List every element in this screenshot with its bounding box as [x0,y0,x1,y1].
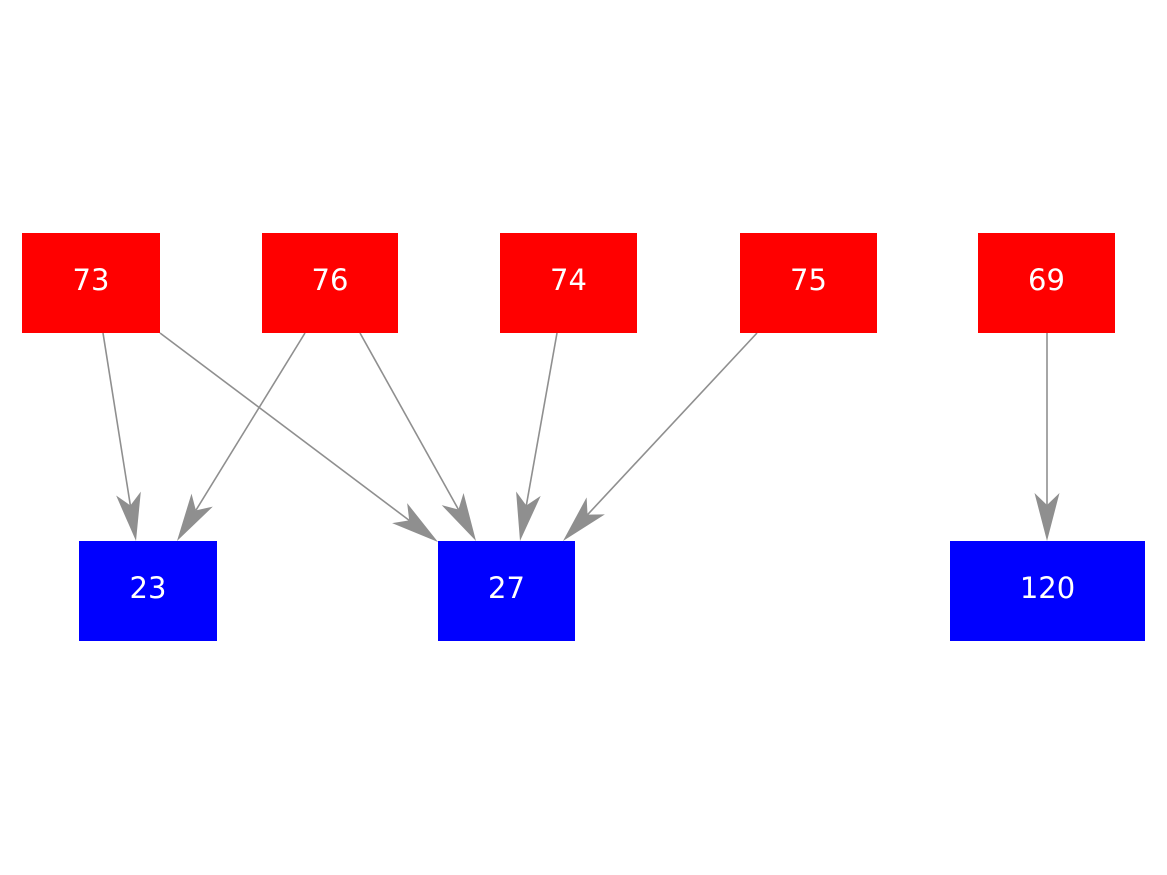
node-74: 74 [500,233,637,333]
node-27: 27 [438,541,575,641]
node-23: 23 [79,541,217,641]
node-label-73: 73 [72,262,110,297]
edge-line-75-27 [586,332,758,516]
arrowhead-icon-73-27 [392,503,438,542]
edge-line-76-27 [359,332,460,510]
arrowhead-icon-76-27 [441,492,476,541]
edge-line-74-27 [525,332,558,506]
arrowhead-icon-75-27 [563,497,605,541]
arrowhead-icon-73-23 [116,491,141,541]
node-label-120: 120 [1019,570,1076,605]
node-label-69: 69 [1028,262,1065,297]
node-69: 69 [978,233,1115,333]
node-label-75: 75 [790,262,827,297]
node-120: 120 [950,541,1145,641]
node-label-76: 76 [311,262,349,297]
edge-line-73-27 [159,332,410,522]
node-label-23: 23 [129,570,167,605]
arrowhead-icon-76-23 [177,493,213,541]
node-73: 73 [22,233,160,333]
node-75: 75 [740,233,877,333]
arrowhead-icon-74-27 [516,491,541,541]
arrowhead-icon-69-120 [1034,493,1060,541]
edge-line-73-23 [102,332,132,506]
edge-line-76-23 [195,332,306,511]
node-label-74: 74 [550,262,587,297]
node-label-27: 27 [488,570,525,605]
node-76: 76 [262,233,398,333]
